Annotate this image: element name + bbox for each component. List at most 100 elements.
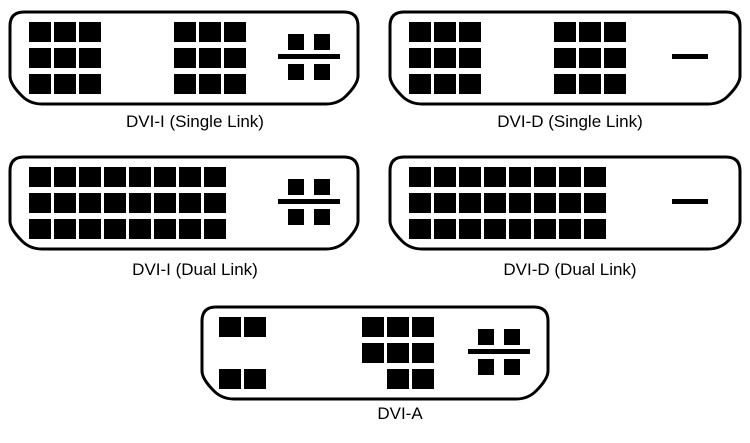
dvi-i-single-link-right-pin bbox=[224, 22, 246, 42]
dvi-i-dual-link-pin bbox=[29, 167, 51, 187]
dvi-i-single-link-right-pin bbox=[224, 74, 246, 94]
dvi-a-analog-pin bbox=[478, 359, 494, 375]
dvi-d-dual-link-pin bbox=[484, 193, 506, 213]
dvi-i-single-link-right-pin bbox=[199, 48, 221, 68]
dvi-i-dual-link-analog-pin bbox=[314, 209, 330, 225]
dvi-i-single-link-right-pin bbox=[174, 22, 196, 42]
dvi-d-dual-link-pin bbox=[534, 219, 556, 239]
dvi-d-single-link-left-pin bbox=[434, 48, 456, 68]
dvi-d-dual-link-pin bbox=[509, 193, 531, 213]
dvi-i-single-link-left-pin bbox=[79, 48, 101, 68]
dvi-i-dual-link-pin bbox=[104, 193, 126, 213]
dvi-d-single-link-right-pin bbox=[579, 22, 601, 42]
dvi-i-single-link-left-pin bbox=[79, 22, 101, 42]
dvi-i-single-link-left-pin bbox=[54, 74, 76, 94]
dvi-a-analog-pin bbox=[478, 329, 494, 345]
dvi-d-dual-link-pin bbox=[584, 167, 606, 187]
dvi-d-dual-link-pin bbox=[584, 193, 606, 213]
dvi-d-dual-link-pin bbox=[434, 193, 456, 213]
dvi-d-dual-link-pin bbox=[484, 167, 506, 187]
dvi-i-dual-link-pin bbox=[79, 167, 101, 187]
dvi-i-dual-link-pin bbox=[204, 193, 226, 213]
dvi-d-dual-link-pin bbox=[409, 219, 431, 239]
dvi-i-dual-link-pin bbox=[179, 219, 201, 239]
dvi-i-single-link-analog-pin bbox=[288, 64, 304, 80]
dvi-d-single-link-left-pin bbox=[434, 22, 456, 42]
dvi-i-single-link-right-pin bbox=[224, 48, 246, 68]
dvi-i-dual-link-pin bbox=[104, 219, 126, 239]
dvi-d-dual-link-pin bbox=[559, 219, 581, 239]
connector-dvi-d-single-link bbox=[388, 10, 742, 106]
dvi-i-single-link-right-pin bbox=[174, 74, 196, 94]
dvi-d-dual-link-pin bbox=[459, 193, 481, 213]
dvi-a-bottom-left-pin bbox=[244, 369, 266, 389]
dvi-i-dual-link-pin bbox=[179, 167, 201, 187]
connector-label-dvi-i-dual-link: DVI-I (Dual Link) bbox=[132, 260, 258, 279]
dvi-i-single-link-left-pin bbox=[54, 22, 76, 42]
dvi-a-bottom-left-pin bbox=[219, 369, 241, 389]
dvi-a-right-pin bbox=[387, 369, 409, 389]
dvi-i-dual-link-pin bbox=[104, 167, 126, 187]
connector-dvi-a bbox=[200, 305, 550, 401]
dvi-d-dual-link-pin bbox=[584, 219, 606, 239]
dvi-d-single-link-left-pin bbox=[459, 74, 481, 94]
dvi-a-right-pin bbox=[412, 369, 434, 389]
dvi-i-single-link-right-pin bbox=[199, 74, 221, 94]
dvi-a-analog-pin bbox=[504, 329, 520, 345]
connector-dvi-i-single-link bbox=[8, 10, 360, 106]
dvi-d-dual-link-pin bbox=[559, 193, 581, 213]
dvi-d-dual-link-pin bbox=[534, 167, 556, 187]
dvi-i-dual-link-pin bbox=[29, 193, 51, 213]
dvi-i-dual-link-pin bbox=[154, 167, 176, 187]
dvi-i-dual-link-pin bbox=[79, 219, 101, 239]
dvi-d-single-link-right-pin bbox=[604, 22, 626, 42]
dvi-a-right-pin bbox=[412, 317, 434, 337]
dvi-d-dual-link-pin bbox=[509, 167, 531, 187]
dvi-a-right-pin bbox=[412, 343, 434, 363]
connector-label-dvi-d-single-link: DVI-D (Single Link) bbox=[497, 112, 643, 131]
dvi-d-single-link-left-pin bbox=[409, 48, 431, 68]
dvi-i-single-link-ground-blade bbox=[278, 54, 340, 59]
dvi-d-single-link-right-pin bbox=[604, 48, 626, 68]
dvi-d-single-link-left-pin bbox=[459, 48, 481, 68]
connector-label-dvi-a: DVI-A bbox=[377, 404, 423, 423]
dvi-a-top-left-pin bbox=[244, 317, 266, 337]
dvi-i-single-link-left-pin bbox=[29, 48, 51, 68]
dvi-d-dual-link-pin bbox=[509, 219, 531, 239]
dvi-d-single-link-left-pin bbox=[409, 74, 431, 94]
dvi-i-single-link-left-pin bbox=[29, 22, 51, 42]
dvi-d-single-link-left-pin bbox=[434, 74, 456, 94]
dvi-d-dual-link-pin bbox=[559, 167, 581, 187]
dvi-i-single-link-left-pin bbox=[54, 48, 76, 68]
dvi-d-single-link-right-pin bbox=[554, 22, 576, 42]
dvi-i-dual-link-pin bbox=[129, 193, 151, 213]
dvi-a-ground-blade bbox=[468, 349, 530, 354]
dvi-a-right-pin bbox=[362, 317, 384, 337]
dvi-d-single-link-right-pin bbox=[554, 48, 576, 68]
dvi-a-analog-pin bbox=[504, 359, 520, 375]
dvi-i-single-link-left-pin bbox=[79, 74, 101, 94]
dvi-i-dual-link-analog-pin bbox=[288, 179, 304, 195]
connector-label-dvi-d-dual-link: DVI-D (Dual Link) bbox=[503, 260, 637, 279]
dvi-i-dual-link-pin bbox=[79, 193, 101, 213]
connector-label-dvi-i-single-link: DVI-I (Single Link) bbox=[126, 112, 264, 131]
dvi-i-dual-link-pin bbox=[54, 219, 76, 239]
dvi-i-dual-link-analog-pin bbox=[288, 209, 304, 225]
dvi-i-single-link-right-pin bbox=[199, 22, 221, 42]
dvi-d-dual-link-ground-blade bbox=[672, 199, 708, 204]
dvi-i-dual-link-pin bbox=[204, 167, 226, 187]
dvi-d-dual-link-pin bbox=[434, 219, 456, 239]
dvi-i-dual-link-pin bbox=[204, 219, 226, 239]
dvi-i-dual-link-ground-blade bbox=[278, 199, 340, 204]
dvi-d-dual-link-pin bbox=[434, 167, 456, 187]
dvi-d-single-link-right-pin bbox=[579, 74, 601, 94]
dvi-i-dual-link-pin bbox=[54, 167, 76, 187]
dvi-d-single-link-ground-blade bbox=[672, 54, 708, 59]
dvi-i-dual-link-analog-pin bbox=[314, 179, 330, 195]
dvi-d-dual-link-pin bbox=[409, 193, 431, 213]
connector-dvi-i-dual-link bbox=[8, 155, 360, 251]
dvi-d-single-link-right-pin bbox=[579, 48, 601, 68]
dvi-d-single-link-left-pin bbox=[459, 22, 481, 42]
dvi-i-dual-link-pin bbox=[154, 219, 176, 239]
dvi-i-dual-link-pin bbox=[154, 193, 176, 213]
